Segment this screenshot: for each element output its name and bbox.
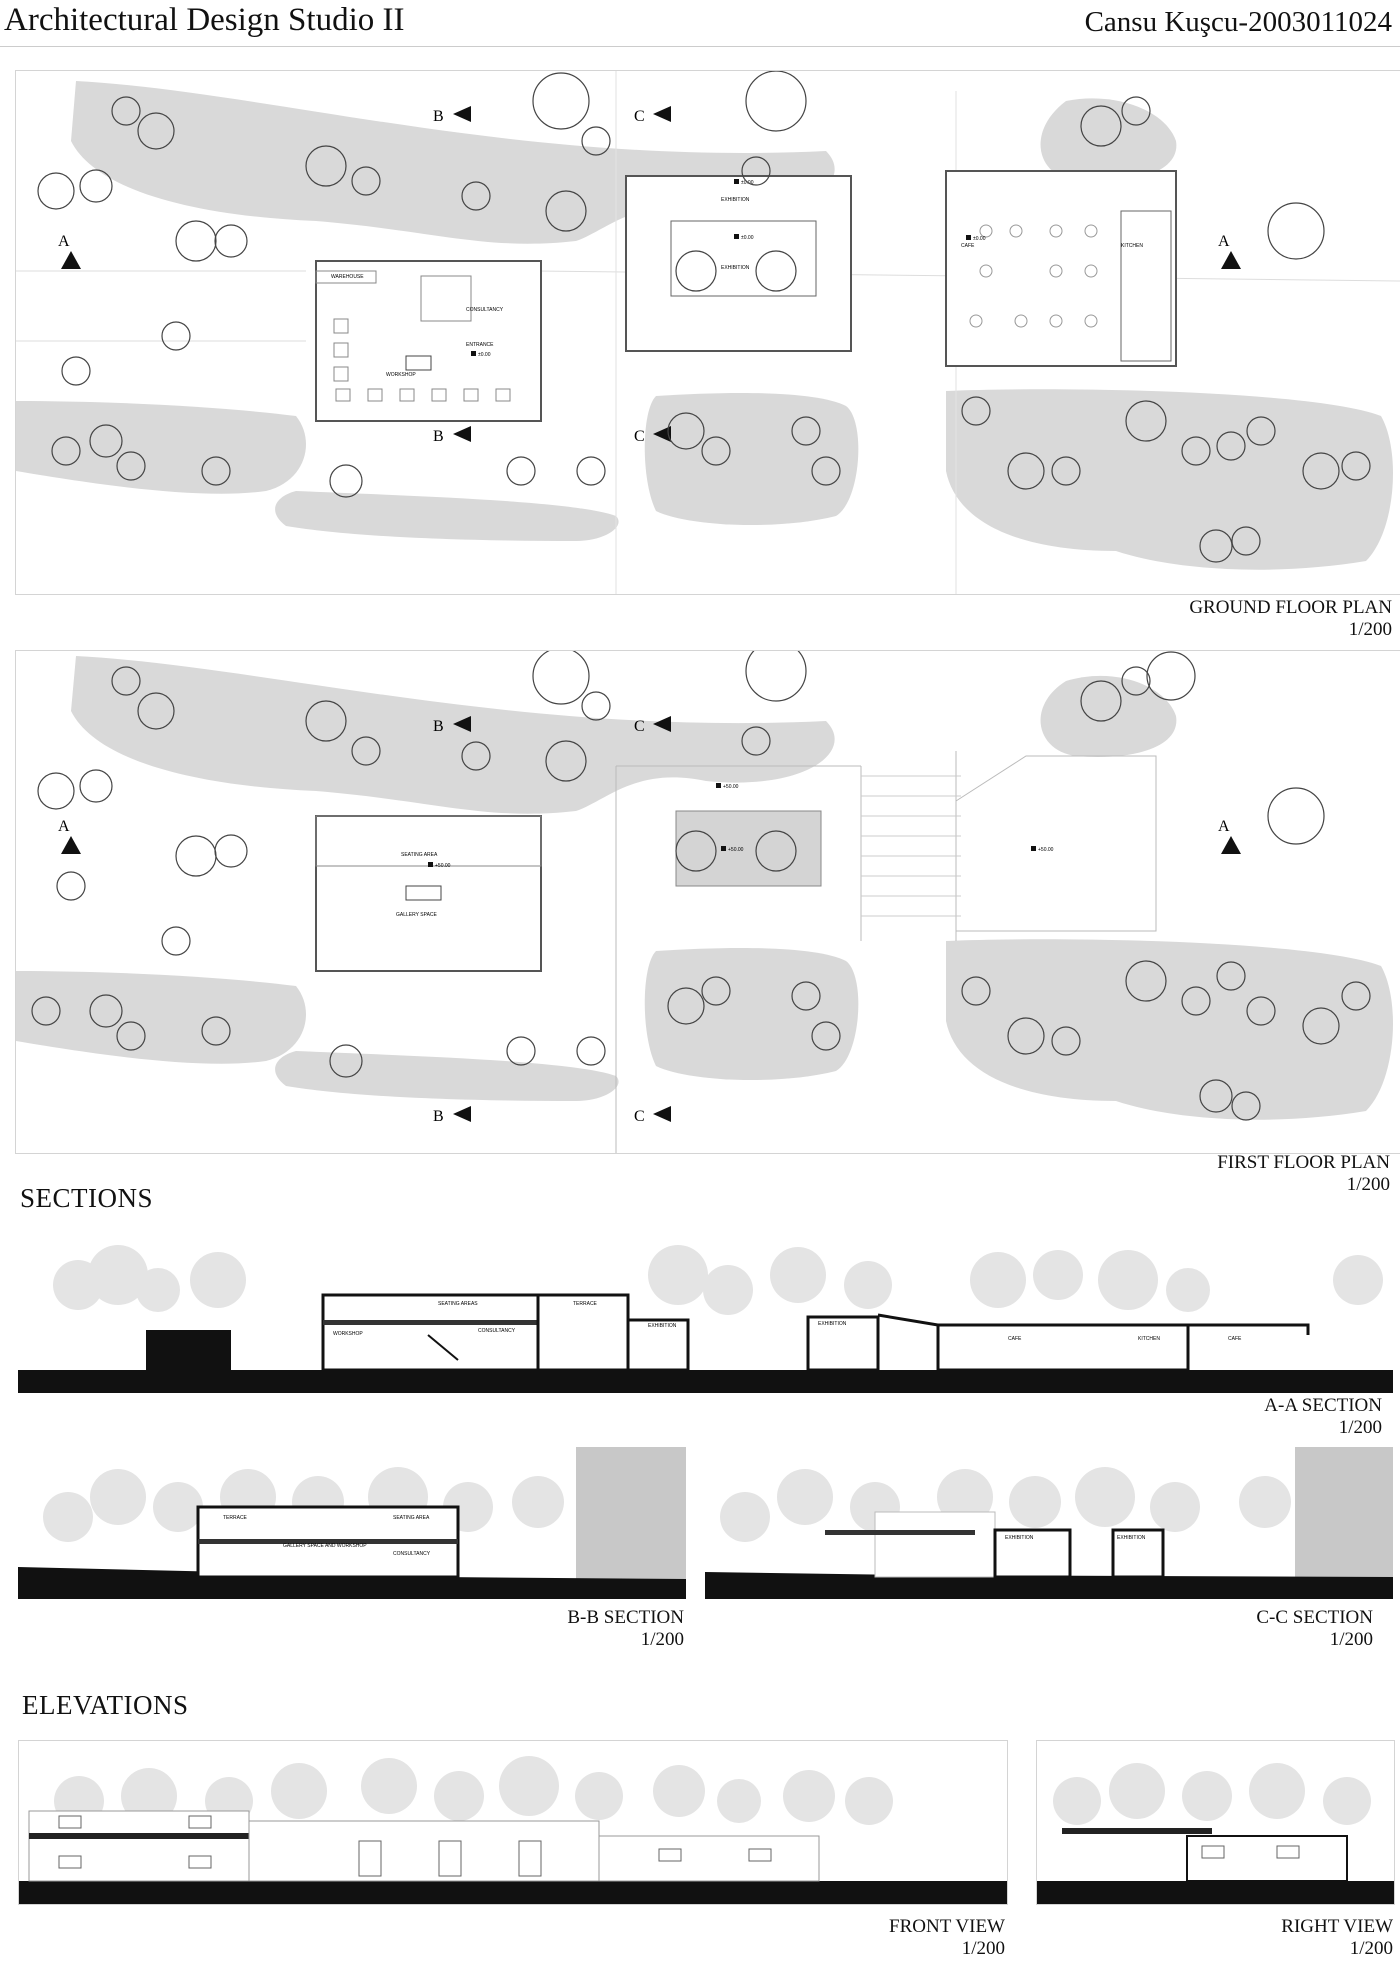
aa-label-cafe-1: CAFE [1008,1336,1022,1342]
room-label-gallery-space: GALLERY SPACE [396,912,438,918]
sheet-title: Architectural Design Studio II [4,2,405,38]
cc-section-caption: C-C SECTION 1/200 [1256,1607,1373,1650]
room-label-exhibition-bottom: EXHIBITION [721,265,750,271]
ground-marker-a-right: A [1218,233,1230,250]
ground-marker-c-bottom: C [634,428,645,445]
room-label-seating-area: SEATING AREA [401,852,438,858]
elevations-heading: ELEVATIONS [22,1690,189,1720]
ground-marker-a-left: A [58,233,70,250]
level-marker: ±0.00 [478,352,491,358]
tree-icons [31,651,1371,1121]
ground-marker-c-top: C [634,108,645,125]
first-marker-c-top: C [634,718,645,735]
room-label-workshop: WORKSHOP [386,372,416,378]
level-marker: +50.00 [723,784,739,790]
room-label-warehouse: WAREHOUSE [331,274,364,280]
bb-label-terrace: TERRACE [223,1515,248,1521]
first-marker-b-top: B [433,718,444,735]
ground-floor-plan-caption: GROUND FLOOR PLAN 1/200 [1189,597,1392,640]
cc-label-exhibition-2: EXHIBITION [1117,1535,1146,1541]
aa-label-terrace: TERRACE [573,1301,598,1307]
aa-label-cafe-2: CAFE [1228,1336,1242,1342]
bb-section-drawing: TERRACE GALLERY SPACE AND WORKSHOP SEATI… [18,1447,686,1599]
front-view-caption: FRONT VIEW 1/200 [889,1916,1005,1959]
header-divider [0,46,1400,47]
bb-section-caption: B-B SECTION 1/200 [567,1607,684,1650]
right-view-caption: RIGHT VIEW 1/200 [1281,1916,1393,1959]
level-marker: +50.00 [1038,847,1054,853]
ground-marker-b-top: B [433,108,444,125]
bb-label-consultancy: CONSULTANCY [393,1551,431,1557]
level-marker: +50.00 [728,847,744,853]
room-label-entrance: ENTRANCE [466,342,494,348]
level-marker: +50.00 [435,863,451,869]
room-label-cafe: CAFE [961,243,975,249]
tree-icons [37,71,1371,563]
right-view-drawing [1036,1740,1395,1905]
ground-marker-b-bottom: B [433,428,444,445]
front-view-drawing [18,1740,1008,1905]
aa-label-seating-areas: SEATING AREAS [438,1301,478,1307]
level-marker: ±0.00 [973,236,986,242]
room-label-consultancy: CONSULTANCY [466,307,504,313]
cc-label-exhibition-1: EXHIBITION [1005,1535,1034,1541]
aa-label-exhibition-1: EXHIBITION [648,1323,677,1329]
first-marker-a-left: A [58,818,70,835]
author-name: Cansu Kuşcu-2003011024 [1084,6,1392,38]
sections-heading: SECTIONS [20,1183,154,1213]
bb-label-gallery-space-and-workshop: GALLERY SPACE AND WORKSHOP [283,1543,367,1549]
aa-section-caption: A-A SECTION 1/200 [1264,1395,1382,1438]
room-label-exhibition-top: EXHIBITION [721,197,750,203]
first-floor-plan-drawing: A A B B C C SEATING AREA GALLERY SPACE +… [15,650,1400,1154]
room-label-kitchen: KITCHEN [1121,243,1143,249]
first-marker-a-right: A [1218,818,1230,835]
first-marker-b-bottom: B [433,1108,444,1125]
level-marker: ±0.00 [741,180,754,186]
aa-section-drawing: SEATING AREAS TERRACE WORKSHOP CONSULTAN… [18,1235,1393,1393]
aa-label-consultancy: CONSULTANCY [478,1328,516,1334]
aa-label-exhibition-2: EXHIBITION [818,1321,847,1327]
ground-floor-plan-drawing: A A B B C C WAREHOUSE CONSULTANCY ENTRAN… [15,70,1400,595]
aa-label-workshop: WORKSHOP [333,1331,363,1337]
bb-label-seating-area: SEATING AREA [393,1515,430,1521]
first-marker-c-bottom: C [634,1108,645,1125]
aa-label-kitchen: KITCHEN [1138,1336,1160,1342]
first-floor-plan-caption: FIRST FLOOR PLAN 1/200 [1217,1152,1390,1195]
level-marker: ±0.00 [741,235,754,241]
cc-section-drawing: EXHIBITION EXHIBITION [705,1447,1393,1599]
